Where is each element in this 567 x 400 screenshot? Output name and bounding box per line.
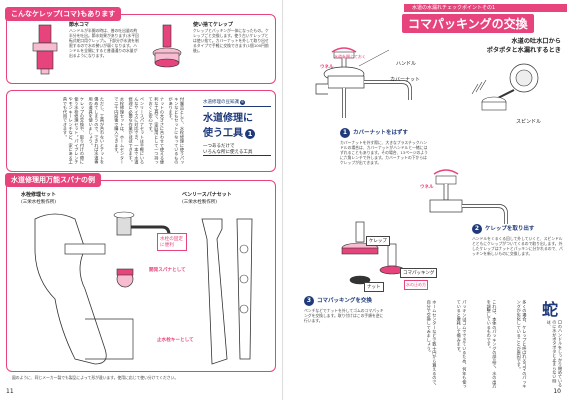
monkey-wrench-illustration (34, 213, 134, 365)
body-lead: 蛇 (542, 300, 559, 319)
label-key: 止水栓キーとして (157, 338, 194, 343)
label-handle: ハンドル (396, 61, 417, 67)
body-col-4: パッキンはゴムでできているため、何年も使っていると摩耗して傷みます。 (456, 300, 468, 388)
header-band: 水道の水漏れチェックポイントその1 (404, 4, 567, 12)
left-page: こんなケレップ(コマ)もあります 節水コマ ハンドルが半開の時は、普の吐出量の約… (0, 0, 283, 400)
set2-title: ベンリースパナセット (182, 192, 232, 198)
article-col-6: 付属品として、水栓修理に使うパッキンなどもセットになっているものがあります。 (168, 97, 185, 165)
spindle-parts-illustration (471, 63, 539, 111)
label-spin-dir-2: ウネル (420, 185, 434, 190)
label-spindle: スピンドル (516, 119, 542, 125)
koma2-desc: ケレップとパッキンが一体になったもの。ケレップごと交換します。使う古いケレップと… (193, 28, 269, 53)
koma1-title: 節水コマ (69, 22, 90, 28)
label-spin-dir-1: ウネル (320, 65, 334, 70)
footer-note: 図のように、同じメーカー製でも製品によって形が違います。使用に応じて使い分けてく… (12, 375, 179, 380)
tools-article-box: ケレップの交換や、取り付けの際に使う水栓修理セット。パイプレンチやモンキーレンチ… (6, 90, 276, 172)
faucet-diagram-top (315, 47, 412, 118)
body-col-3: これは、本体のパッキングの部品で、水の出方を調整しているものです。 (486, 300, 498, 388)
label-kerepp: ケレップ (366, 236, 390, 246)
benri-spanner-illustration (201, 218, 253, 365)
label-water-stop: 水の止め方 (404, 280, 428, 290)
left-page-number: 11 (6, 388, 14, 395)
body-col-5: ホームセンターなどで数十円から買えるので、自分で交換してみましょう。 (426, 300, 438, 388)
article-col-2: ただし、工具が合わないとナットを傷めてしまうので、できれば水道専用の道具を使いま… (88, 97, 105, 165)
kerepp-parts-illustration (341, 221, 405, 285)
note-close: 水道を閉じておく (334, 54, 366, 59)
label-cover-nut: カバーナット (390, 77, 421, 83)
set1-title: 水栓修理セット (21, 192, 57, 198)
article-col-4: ペンリースパナセットは手軽にいろんなサイズに対応でき、一本で水道修理に必要な作業… (128, 97, 145, 165)
kerepp-variants-title: こんなケレップ(コマ)もあります (5, 7, 122, 21)
body-col-2: 多くの場合、ケレップと呼ばれるコマのパッキングが劣化していることが原因です。 (516, 300, 528, 388)
faucet-diagram-middle (429, 169, 508, 224)
label-koma: コマパッキング (400, 268, 438, 278)
article-col-5: ナットの大きさに合わせて使える便利な工具で、家庭用として一つ持っておくと安心です… (148, 97, 165, 165)
article-col-1: ケレップの交換や、取り付けの際に使う水栓修理セット。パイプレンチやモンキーレンチ… (62, 97, 85, 165)
note-box: 水栓の固定に便利 (157, 233, 187, 251)
disposable-kerepp-illustration (152, 24, 182, 68)
sidebar-title-1: 水道修理に (203, 113, 253, 124)
subtitle-2: ポタポタと水漏れするとき (486, 47, 561, 54)
sidebar-tag-1: 一つあるだけで (203, 144, 235, 149)
set2-maker: (三栄水栓製作所) (182, 200, 218, 205)
water-saving-koma-illustration (32, 24, 58, 75)
right-page-number: 10 (553, 388, 561, 395)
body-col-1: 口のハンドルをしっかり閉めているのに水がポタポタと止まらない時は、 (546, 320, 564, 388)
step3-desc: ペンチなどでナットを外してゴムのコマパッキングを交換します。取り付けはこの手順を… (304, 308, 384, 323)
step1-desc: カバーナットを外す際に、大きなプラスチックハンドルの場合は、カバーナットがハンド… (340, 140, 428, 165)
step2-desc: ハンドルをくるくる回して外していくと、スピンドルとともにケレップがついてくるので… (472, 236, 563, 256)
subtitle-1: 水道の吐水口から (511, 38, 562, 45)
label-monkey: 開発スパナとして (149, 268, 186, 273)
right-page: 水道の水漏れチェックポイントその1 コマパッキングの交換 水道の吐水口から ポタ… (284, 0, 567, 400)
main-title: コマパッキングの交換 (402, 14, 534, 33)
koma2-title: 使い捨てケレップ (193, 22, 233, 28)
sidebar-tag-2: いろんな所に使える工具 (203, 149, 271, 156)
set1-maker: (三栄水栓製作所) (21, 200, 57, 205)
article-col-3: 水栓修理セットは、ホームセンターで二千円前後で購入できます。 (114, 97, 125, 165)
tools-example-box: 水道修理用万能スパナの例 水栓修理セット (三栄水栓製作所) ベンリースパナセッ… (5, 173, 276, 372)
tools-title: 水道修理用万能スパナの例 (5, 173, 101, 187)
label-nut: ナット (364, 282, 384, 292)
koma1-desc: ハンドルが半開の時は、普の吐出量の約半分を吐出。節水効果があります(水平回転式蛇… (69, 28, 139, 58)
kerepp-variants-box: こんなケレップ(コマ)もあります 節水コマ ハンドルが半開の時は、普の吐出量の約… (5, 7, 276, 84)
